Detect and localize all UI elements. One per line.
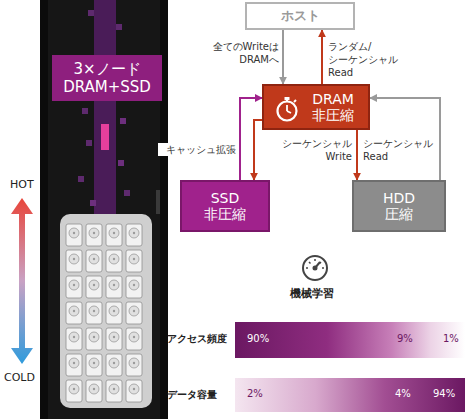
server-rack [40, 0, 168, 419]
node-text: SSD 非圧縮 [197, 190, 253, 222]
edge-label: 全てのWriteは DRAMへ [198, 40, 280, 66]
node-text: HDD 圧縮 [373, 190, 425, 222]
percent-label: 4% [395, 388, 411, 399]
edge-label: キャッシュ拡張 [158, 143, 237, 156]
bar-heading: データ容量 [167, 388, 217, 402]
ml-icon [303, 256, 327, 280]
hot-label: HOT [10, 178, 34, 191]
connector-arrow [282, 30, 284, 84]
percent-label: 90% [247, 333, 269, 344]
connector-arrow [240, 98, 262, 180]
node-text: 3×ノード DRAM+SSD [57, 60, 157, 96]
capacity-bar: データ容量2%4%94% [235, 378, 465, 412]
access-bar: アクセス頻度90%9%1% [235, 322, 465, 358]
node-label: 3×ノード DRAM+SSD [52, 55, 162, 101]
percent-label: 9% [397, 333, 413, 344]
node-text: DRAM 非圧縮 [301, 91, 365, 123]
host-box: ホスト [245, 2, 355, 30]
bar-heading: アクセス頻度 [167, 332, 227, 346]
hdd-box: HDD 圧縮 [352, 180, 446, 232]
node-text: ホスト [281, 7, 320, 25]
dram-box: DRAM 非圧縮 [262, 84, 370, 130]
percent-label: 2% [247, 388, 263, 399]
edge-label: ランダム/シーケンシャル Read [327, 40, 419, 79]
percent-label: 94% [433, 388, 455, 399]
connector-arrow [356, 130, 358, 180]
ssd-box: SSD 非圧縮 [180, 180, 270, 232]
temperature-arrow [11, 198, 33, 364]
edge-label: シーケンシャル Write [271, 137, 353, 163]
stopwatch-icon [274, 95, 300, 123]
connector-arrow [321, 30, 323, 84]
percent-label: 1% [443, 333, 459, 344]
cold-label: COLD [4, 371, 35, 384]
connector-arrow [254, 120, 262, 180]
edge-label: シーケンシャル Read [362, 137, 438, 163]
ml-label: 機械学習 [290, 286, 334, 301]
